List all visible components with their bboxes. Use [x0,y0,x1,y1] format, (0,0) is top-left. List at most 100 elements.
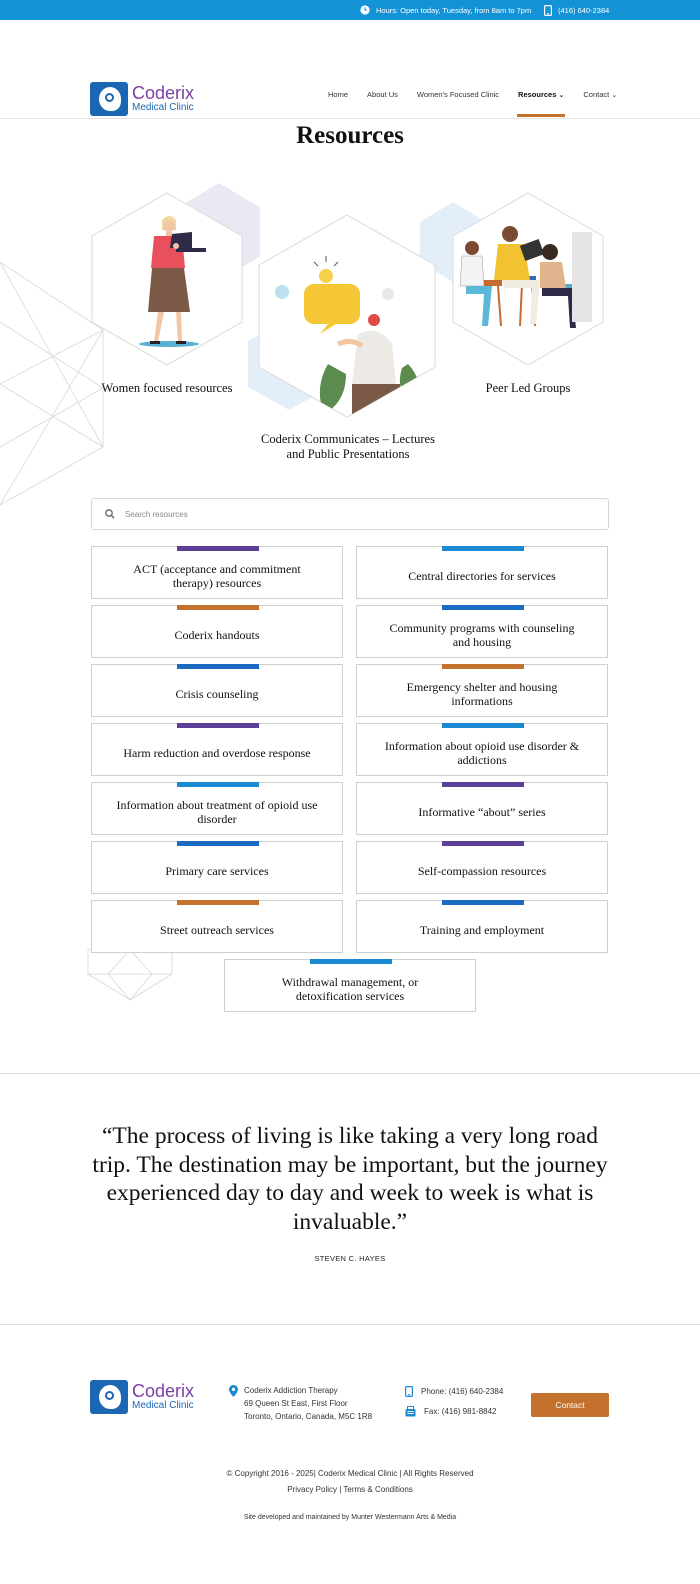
resource-card[interactable]: Harm reduction and overdose response [91,723,343,776]
nav-contact[interactable]: Contact ⌄ [583,90,617,118]
fax-icon [405,1406,416,1417]
card-accent-bar [177,782,259,787]
hex-frame [452,192,604,366]
copyright: © Copyright 2016 - 2025| Coderix Medical… [226,1469,474,1478]
logo-tagline: Medical Clinic [132,101,194,113]
card-accent-bar [442,605,524,610]
nav-resources[interactable]: Resources ⌄ [517,90,566,118]
location-pin-icon [229,1385,238,1397]
feature-communicates-label: Coderix Communicates – Lectures and Publ… [261,432,435,461]
resource-card-label: ACT (acceptance and commitment therapy) … [133,561,301,590]
page-title: Resources [296,122,404,149]
logo-head-icon [90,1380,128,1414]
resource-card-label: Central directories for services [408,568,556,583]
resource-card[interactable]: Emergency shelter and housing informatio… [356,664,608,717]
main-navigation: Home About Us Women's Focused Clinic Res… [328,90,636,118]
resource-card[interactable]: Crisis counseling [91,664,343,717]
privacy-policy-link[interactable]: Privacy Policy [287,1485,338,1494]
mobile-phone-icon [544,4,552,16]
footer-logo[interactable]: Coderix Medical Clinic [90,1380,194,1414]
header-divider [0,118,700,119]
resource-card[interactable]: Withdrawal management, or detoxification… [224,959,476,1012]
resource-card-label: Street outreach services [160,922,274,937]
resource-card-label: Informative “about” series [418,804,546,819]
legal-links-divider: | [339,1485,342,1494]
logo-name: Coderix [132,1380,195,1401]
chevron-down-icon: ⌄ [558,92,565,99]
hex-frame [258,214,436,418]
footer-phone-text[interactable]: Phone: (416) 640-2384 [421,1387,504,1396]
card-accent-bar [177,723,259,728]
footer-address: Coderix Addiction Therapy 69 Queen St Ea… [229,1384,372,1423]
card-accent-bar [442,841,524,846]
decorative-geometric-lines [0,262,104,506]
search-icon [105,509,115,519]
resource-card-label: Information about treatment of opioid us… [116,797,318,826]
footer-fax: Fax: (416) 981-8842 [405,1406,497,1417]
nav-womens-clinic[interactable]: Women's Focused Clinic [416,90,500,99]
resource-card[interactable]: Information about opioid use disorder & … [356,723,608,776]
legal-links: Privacy Policy | Terms & Conditions [0,1485,700,1494]
mobile-phone-icon [405,1386,413,1397]
card-accent-bar [177,841,259,846]
resource-card-label: Self-compassion resources [417,863,547,878]
topbar-phone-text[interactable]: (416) 640-2384 [558,5,610,15]
card-accent-bar [177,605,259,610]
terms-link[interactable]: Terms & Conditions [343,1485,413,1494]
nav-about[interactable]: About Us [367,90,398,99]
card-accent-bar [442,546,524,551]
resource-search[interactable]: Search resources [91,498,609,530]
feature-women-label: Women focused resources [101,381,233,395]
contact-button[interactable]: Contact [531,1393,609,1417]
woman-with-laptop-illustration [139,216,206,347]
resource-card-label: Training and employment [419,922,545,937]
resource-card[interactable]: Community programs with counseling and h… [356,605,608,658]
hours-text: Hours: Open today, Tuesday, from 8am to … [376,5,532,15]
footer-divider [0,1324,700,1325]
quote-author: STEVEN C. HAYES [314,1254,386,1263]
resource-card[interactable]: Primary care services [91,841,343,894]
resource-card-label: Emergency shelter and housing informatio… [406,679,558,708]
logo-name: Coderix [132,82,195,103]
footer-phone[interactable]: Phone: (416) 640-2384 [405,1386,503,1397]
decorative-geometric-lines [87,928,173,1001]
resource-card[interactable]: Informative “about” series [356,782,608,835]
resource-card-label: Information about opioid use disorder & … [384,738,580,767]
card-accent-bar [442,664,524,669]
footer-street: 69 Queen St East, First Floor [244,1399,348,1408]
resource-card[interactable]: Central directories for services [356,546,608,599]
section-divider [0,1073,700,1074]
card-accent-bar [177,900,259,905]
resource-card[interactable]: Street outreach services [91,900,343,953]
card-accent-bar [177,546,259,551]
resource-card-label: Coderix handouts [174,627,260,642]
resource-card[interactable]: ACT (acceptance and commitment therapy) … [91,546,343,599]
nav-home[interactable]: Home [328,90,349,99]
clock-icon [360,5,370,15]
resource-card-label: Withdrawal management, or detoxification… [281,974,419,1003]
card-accent-bar [442,900,524,905]
hours-info: Hours: Open today, Tuesday, from 8am to … [360,0,531,20]
card-accent-bar [177,664,259,669]
search-input[interactable]: Search resources [125,509,188,519]
footer-org-name: Coderix Addiction Therapy [244,1386,338,1395]
resource-card[interactable]: Information about treatment of opioid us… [91,782,343,835]
topbar-phone[interactable]: (416) 640-2384 [544,0,609,20]
card-accent-bar [310,959,392,964]
card-accent-bar [442,782,524,787]
footer-fax-text: Fax: (416) 981-8842 [424,1407,497,1416]
logo-tagline: Medical Clinic [132,1399,194,1411]
logo-head-icon [90,82,128,116]
site-credit: Site developed and maintained by Munter … [243,1514,457,1521]
peer-group-illustration [459,226,592,328]
resource-card-label: Crisis counseling [175,686,259,701]
nav-resources-label: Resources [518,90,557,99]
resource-card[interactable]: Training and employment [356,900,608,953]
resource-card-label: Community programs with counseling and h… [389,620,575,649]
footer-city: Toronto, Ontario, Canada, M5C 1R8 [244,1412,373,1421]
resource-card[interactable]: Coderix handouts [91,605,343,658]
site-logo[interactable]: Coderix Medical Clinic [90,82,194,116]
nav-contact-label: Contact [583,90,610,99]
testimonial-quote: “The process of living is like taking a … [92,1123,608,1235]
resource-card[interactable]: Self-compassion resources [356,841,608,894]
